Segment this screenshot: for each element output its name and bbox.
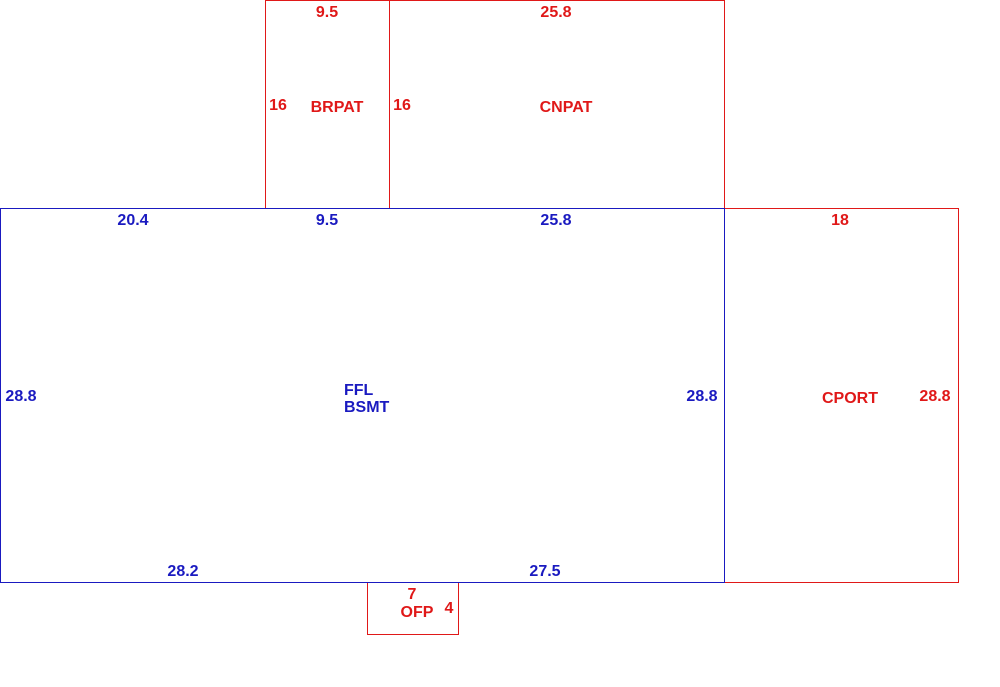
cnpat-area: 25.8 16 CNPAT: [389, 0, 725, 209]
main-left-dimension: 28.8: [5, 388, 36, 405]
main-top-right-dimension: 25.8: [540, 212, 571, 229]
brpat-area: 9.5 16 BRPAT: [265, 0, 390, 209]
cport-right-dimension: 28.8: [919, 388, 950, 405]
ofp-top-dimension: 7: [408, 586, 417, 603]
cnpat-label: CNPAT: [540, 99, 593, 116]
main-top-mid-dimension: 9.5: [316, 212, 338, 229]
cnpat-top-dimension: 25.8: [540, 4, 571, 21]
main-right-dimension: 28.8: [686, 388, 717, 405]
ofp-area: 7 4 OFP: [367, 582, 459, 635]
brpat-top-dimension: 9.5: [316, 4, 338, 21]
main-bottom-left-dimension: 28.2: [167, 563, 198, 580]
main-outline: [0, 208, 725, 583]
ofp-label: OFP: [401, 604, 434, 621]
cport-label: CPORT: [822, 390, 878, 407]
main-top-left-dimension: 20.4: [117, 212, 148, 229]
main-bottom-right-dimension: 27.5: [529, 563, 560, 580]
main-area: 20.4 9.5 25.8 28.8 28.8 28.2 27.5 FFL BS…: [0, 208, 725, 583]
main-label-line1: FFL: [344, 382, 374, 399]
cport-area: 18 28.8 CPORT: [724, 208, 959, 583]
brpat-side-dimension: 16: [269, 97, 287, 114]
cnpat-side-dimension: 16: [393, 97, 411, 114]
brpat-label: BRPAT: [311, 99, 364, 116]
ofp-right-dimension: 4: [445, 600, 454, 617]
cport-top-dimension: 18: [831, 212, 849, 229]
main-label-line2: BSMT: [344, 399, 390, 416]
